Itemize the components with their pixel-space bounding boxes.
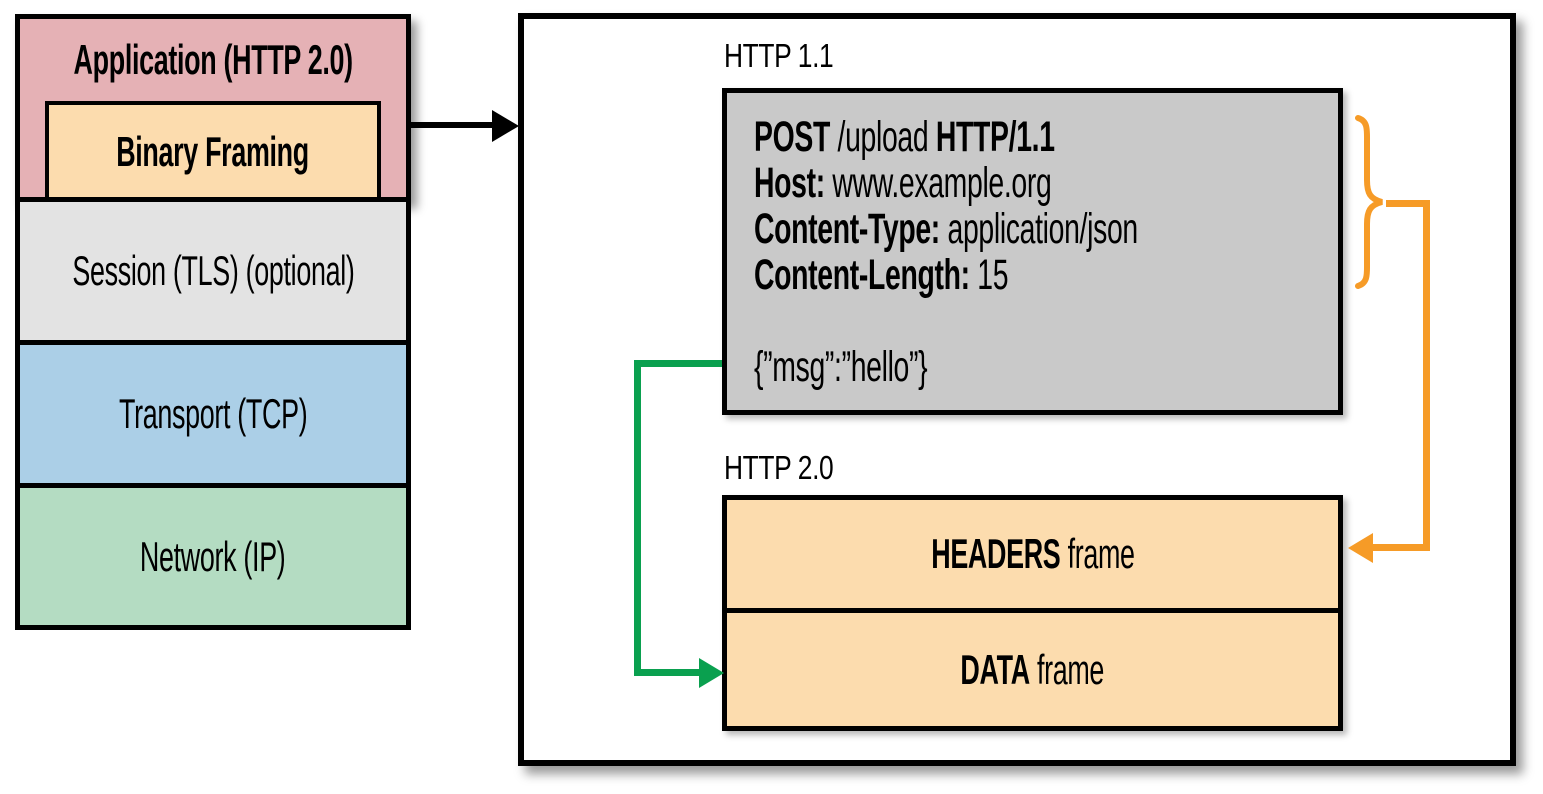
session-layer-label: Session (TLS) (optional): [71, 247, 355, 294]
stack-to-box-arrow-line: [411, 122, 493, 128]
request-body-text: {”msg”:”hello”}: [754, 343, 928, 391]
http2-frames-box: HEADERS frame DATA frame: [722, 495, 1343, 731]
transport-layer-label: Transport (TCP): [118, 390, 308, 437]
header-value: 15: [977, 251, 1009, 299]
header-name: Content-Length:: [754, 251, 970, 299]
body-flow-line-bottom: [634, 669, 702, 676]
application-layer-label: Application (HTTP 2.0): [73, 36, 353, 83]
header-name: Host:: [754, 159, 825, 207]
session-layer: Session (TLS) (optional): [15, 197, 411, 345]
request-version: HTTP/1.1: [935, 113, 1055, 161]
network-layer: Network (IP): [15, 483, 411, 630]
request-line-start: POST /upload HTTP/1.1: [754, 114, 1132, 160]
headers-flow-line-top: [1386, 200, 1430, 207]
request-target: /upload: [837, 113, 929, 161]
request-header-content-type: Content-Type: application/json: [754, 205, 1138, 253]
stack-to-box-arrowhead-icon: [492, 110, 519, 142]
headers-brace-icon: [1355, 115, 1383, 289]
request-body: {”msg”:”hello”}: [754, 344, 1132, 390]
http11-section-label: HTTP 1.1: [724, 36, 861, 76]
headers-frame-keyword: HEADERS: [930, 530, 1061, 577]
binary-framing-label: Binary Framing: [116, 127, 310, 175]
body-flow-line-vertical: [634, 360, 641, 676]
data-frame-keyword: DATA: [960, 645, 1031, 693]
data-frame-row: DATA frame: [727, 613, 1338, 726]
headers-flow-line-vertical: [1423, 200, 1430, 551]
body-flow-arrowhead-icon: [699, 658, 724, 688]
http11-section-label-text: HTTP 1.1: [724, 37, 834, 74]
headers-flow-line-bottom: [1371, 544, 1430, 551]
http20-section-label: HTTP 2.0: [724, 448, 861, 488]
headers-frame-row: HEADERS frame: [727, 500, 1338, 613]
request-method: POST: [754, 113, 830, 161]
application-layer-label-row: Application (HTTP 2.0): [20, 19, 406, 101]
headers-frame-suffix: frame: [1067, 530, 1135, 577]
transport-layer: Transport (TCP): [15, 340, 411, 488]
http20-section-label-text: HTTP 2.0: [724, 449, 834, 486]
network-layer-label: Network (IP): [140, 532, 286, 580]
request-header-content-length: Content-Length: 15: [754, 252, 1132, 298]
data-frame-suffix: frame: [1037, 645, 1105, 693]
body-flow-line-top: [634, 360, 722, 367]
request-blank-line: [754, 298, 1132, 344]
header-value: application/json: [947, 205, 1138, 253]
header-value: www.example.org: [832, 159, 1052, 207]
http11-request-box: POST /upload HTTP/1.1 Host: www.example.…: [722, 88, 1343, 415]
request-header-host: Host: www.example.org: [754, 160, 1132, 206]
binary-framing-box: Binary Framing: [45, 101, 381, 202]
header-name: Content-Type:: [754, 205, 940, 253]
headers-flow-arrowhead-icon: [1348, 533, 1373, 563]
headers-frame-label: HEADERS frame: [930, 530, 1135, 578]
data-frame-label: DATA frame: [961, 646, 1105, 694]
